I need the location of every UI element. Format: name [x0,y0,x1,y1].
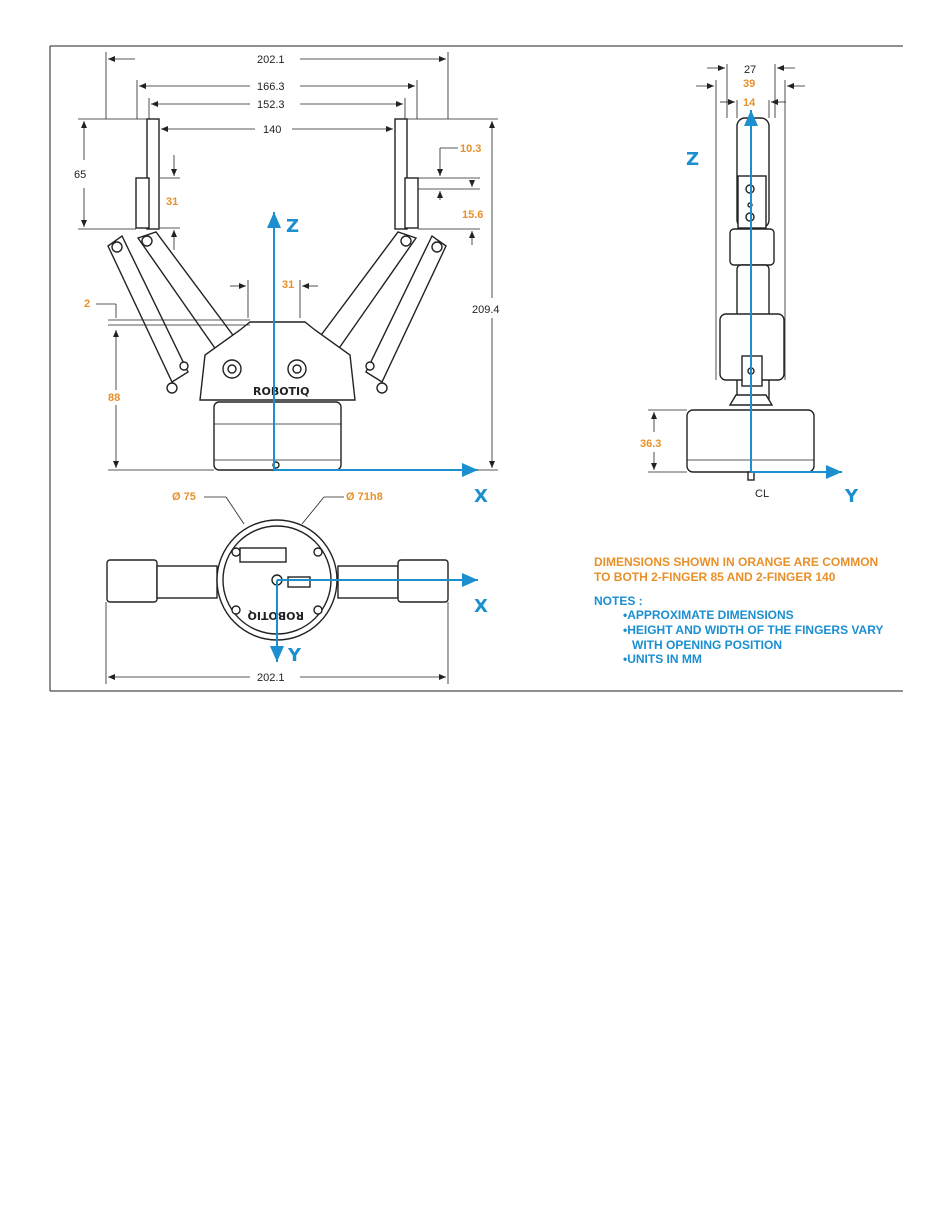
notes-block: DIMENSIONS SHOWN IN ORANGE ARE COMMON TO… [594,555,883,666]
dim-152: 152.3 [257,99,285,111]
right-finger-pad [405,178,418,228]
bottom-y-label: Y [287,645,302,666]
dim-166: 166.3 [257,81,285,93]
bottom-left-link [157,566,217,598]
note-item-3: WITH OPENING POSITION [632,638,782,652]
note-item-4: •UNITS IN MM [623,652,702,666]
side-view: 27 39 14 36.3 CL Z Y [640,64,859,507]
note-item-1: •APPROXIMATE DIMENSIONS [623,608,794,622]
dim-dia71: Ø 71h8 [346,491,383,503]
dim-15: 15.6 [462,209,483,221]
bottom-left-finger [107,560,157,602]
notes-title: NOTES : [594,594,643,608]
logo-bottom: ROBOTIQ [247,609,304,622]
dim-2: 2 [84,298,90,310]
dim-10: 10.3 [460,143,481,155]
dim-88: 88 [108,392,120,404]
side-y-label: Y [844,486,859,507]
dim-side-27: 27 [744,64,756,76]
dim-side-36: 36.3 [640,438,661,450]
bottom-right-link [338,566,398,598]
dim-side-14: 14 [743,97,756,109]
dim-dia75: Ø 75 [172,491,196,503]
dim-209: 209.4 [472,304,500,316]
bottom-view: ROBOTIQ Ø 75 Ø 71h8 202.1 X Y [106,491,488,684]
dim-65: 65 [74,169,86,181]
front-z-label: Z [286,216,299,237]
bottom-x-label: X [474,596,488,617]
dim-side-39: 39 [743,78,755,90]
side-z-label: Z [686,149,699,170]
dim-overall-width: 202.1 [257,54,285,66]
dim-bottom-width: 202.1 [257,672,285,684]
dim-opening: 140 [263,124,281,136]
front-view: ROBOTIQ 202.1 166.3 [74,52,500,507]
dim-finger-31: 31 [166,196,178,208]
front-x-label: X [474,486,488,507]
note-common-1: DIMENSIONS SHOWN IN ORANGE ARE COMMON [594,555,878,569]
dim-axis-31: 31 [282,279,294,291]
note-item-2: •HEIGHT AND WIDTH OF THE FINGERS VARY [623,623,883,637]
note-common-2: TO BOTH 2-FINGER 85 AND 2-FINGER 140 [594,570,836,584]
left-finger-pad [136,178,149,228]
logo-front: ROBOTIQ [253,385,310,398]
side-centerline: CL [755,488,769,500]
